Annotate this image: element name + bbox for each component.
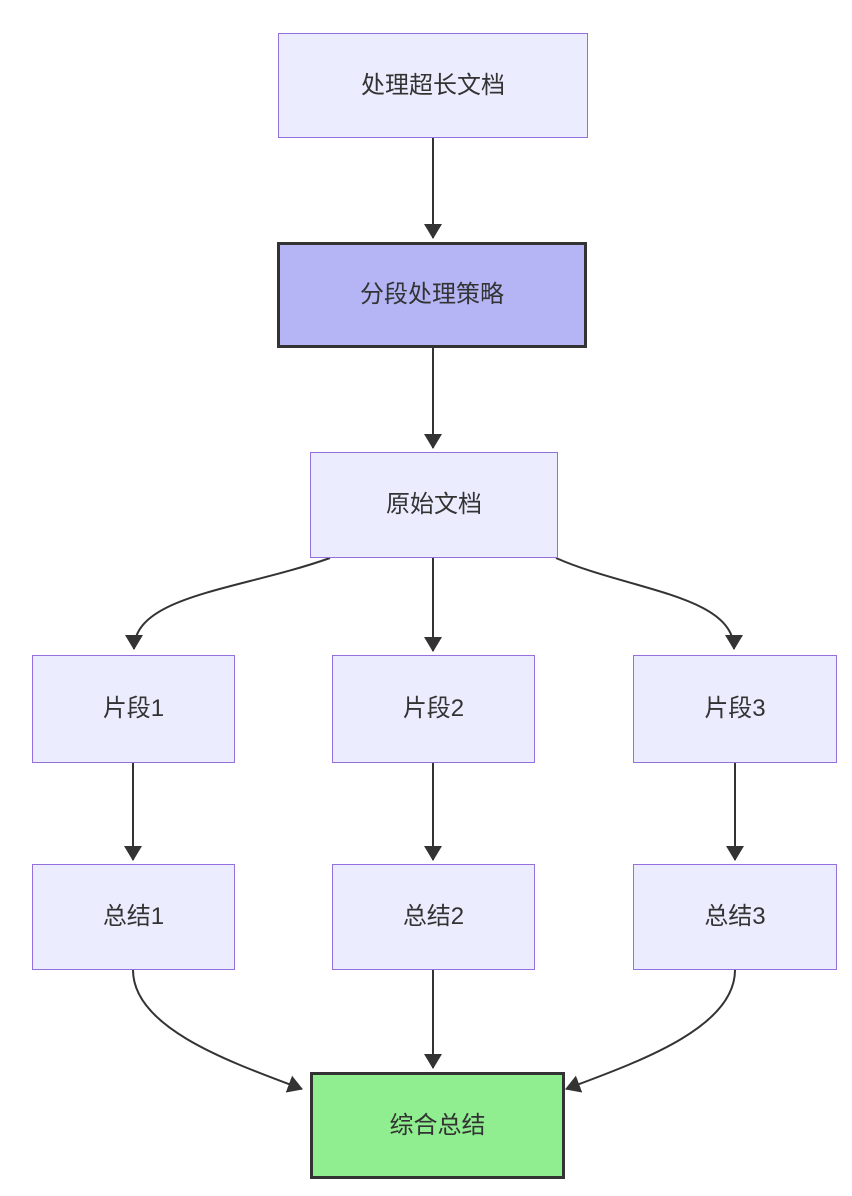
node-summary-1: 总结1 xyxy=(32,864,235,970)
node-original-document: 原始文档 xyxy=(310,452,558,558)
edge-sum3-to-final xyxy=(565,969,736,1093)
node-segmentation-strategy: 分段处理策略 xyxy=(277,242,587,348)
node-fragment-1: 片段1 xyxy=(32,655,235,763)
edge-doc-to-seg3 xyxy=(555,557,743,650)
edge-doc-to-seg1 xyxy=(125,557,331,650)
node-process-long-document: 处理超长文档 xyxy=(278,33,588,138)
node-fragment-3: 片段3 xyxy=(633,655,837,763)
edge-sum1-to-final xyxy=(132,969,303,1093)
node-combined-summary: 综合总结 xyxy=(310,1072,565,1179)
node-summary-2: 总结2 xyxy=(332,864,535,970)
node-fragment-2: 片段2 xyxy=(332,655,535,763)
node-summary-3: 总结3 xyxy=(633,864,837,970)
